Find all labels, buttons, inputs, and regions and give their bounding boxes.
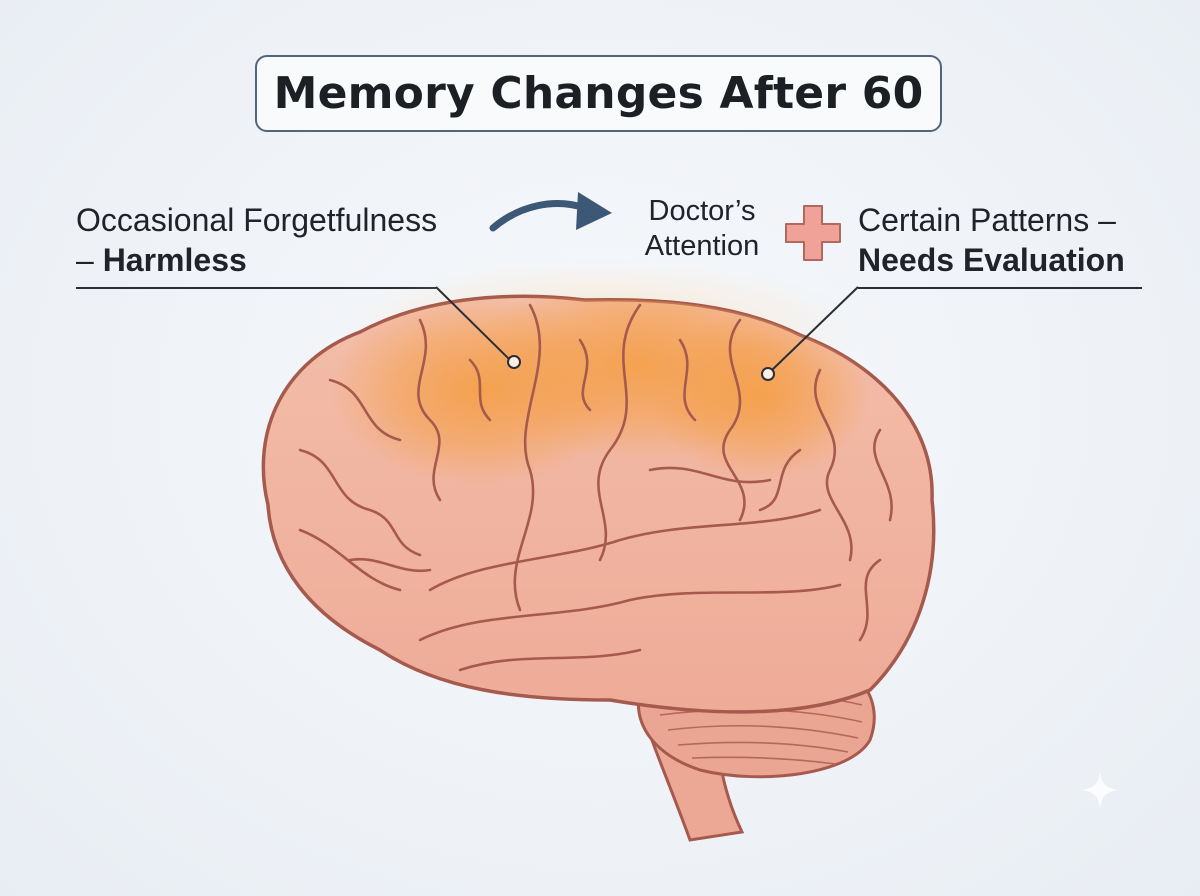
left-callout-line1: Occasional Forgetfulness: [76, 202, 438, 238]
middle-callout-line1: Doctor’s: [648, 195, 756, 227]
page-title: Memory Changes After 60: [273, 68, 924, 119]
brain-folds: [298, 303, 893, 672]
left-callout-connector: [435, 286, 521, 369]
plus-icon: [785, 205, 841, 261]
left-callout-label: Occasional Forgetfulness – Harmless: [76, 200, 437, 280]
title-box: Memory Changes After 60: [255, 55, 942, 132]
right-callout-connector: [761, 286, 859, 381]
right-callout-emphasis: Needs Evaluation: [858, 242, 1125, 278]
sparkle-icon: [1082, 772, 1118, 808]
right-callout-line1: Certain Patterns –: [858, 202, 1116, 238]
middle-callout-line2: Attention: [644, 230, 760, 262]
right-callout-label: Certain Patterns – Needs Evaluation: [858, 200, 1125, 280]
middle-callout-label: Doctor’s Attention: [628, 194, 776, 264]
curved-arrow-icon: [489, 192, 612, 232]
right-callout-rule: [858, 287, 1142, 289]
left-callout-emphasis: Harmless: [102, 242, 247, 278]
left-callout-line2: – Harmless: [76, 240, 437, 280]
left-callout-dash: –: [76, 242, 103, 278]
left-callout-rule: [76, 287, 436, 289]
